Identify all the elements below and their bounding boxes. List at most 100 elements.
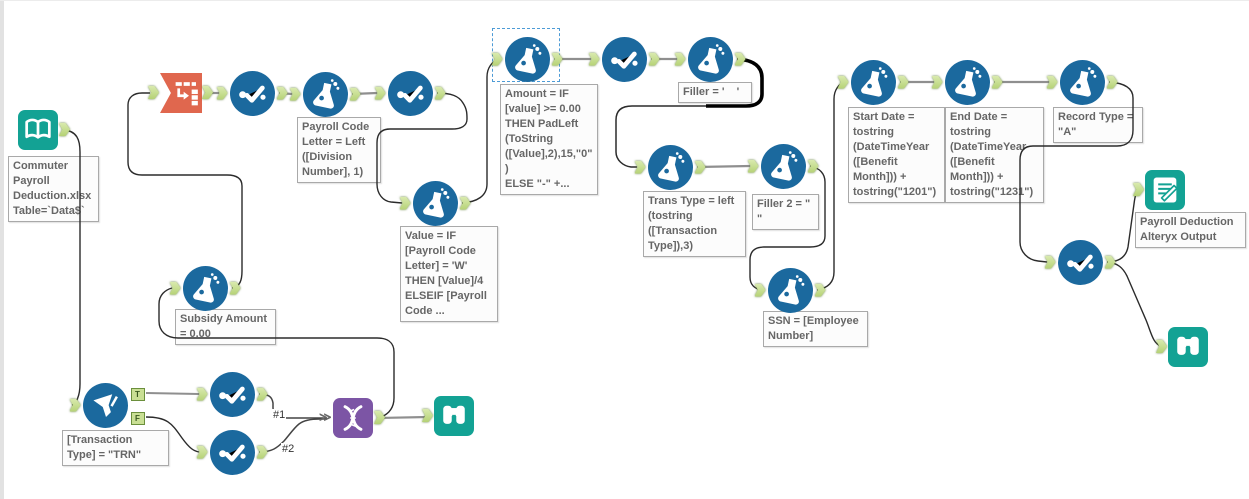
- wire-subsidy-transpose[interactable]: [127, 92, 243, 289]
- annotation-amount[interactable]: Amount = IF [value] >= 0.00 THEN PadLeft…: [500, 84, 598, 195]
- output-anchor[interactable]: [1104, 255, 1116, 269]
- browse-tool-bottom[interactable]: [422, 396, 474, 436]
- output-anchor[interactable]: [814, 283, 826, 297]
- output-anchor[interactable]: [1106, 75, 1118, 89]
- formula-tool-payroll-code[interactable]: [289, 71, 361, 117]
- true-output-anchor[interactable]: T: [130, 387, 145, 401]
- output-anchor[interactable]: [694, 160, 706, 174]
- select-tool-false-branch[interactable]: [196, 429, 268, 475]
- annotation-value[interactable]: Value = IF [Payroll Code Letter] = 'W' T…: [400, 226, 498, 322]
- annotation-filler2[interactable]: Filler 2 = " ": [752, 194, 819, 230]
- wire-union-1[interactable]: [258, 393, 327, 419]
- output-anchor[interactable]: [276, 86, 288, 100]
- output-anchor[interactable]: [807, 159, 819, 173]
- select-tool-1[interactable]: [216, 70, 288, 116]
- wire-filler2-ssn[interactable]: [749, 165, 826, 291]
- formula-tool-end-date[interactable]: [931, 59, 1003, 105]
- annotation-start-date[interactable]: Start Date = tostring (DateTimeYear ([Be…: [848, 107, 945, 203]
- output-anchor[interactable]: [59, 123, 70, 136]
- input-anchor[interactable]: [196, 445, 208, 459]
- annotation-output[interactable]: Payroll Deduction Alteryx Output: [1135, 212, 1246, 248]
- input-anchor[interactable]: [1133, 183, 1144, 196]
- select-tool-3[interactable]: [588, 36, 660, 82]
- wire-false-select[interactable]: [145, 416, 200, 453]
- input-anchor[interactable]: [399, 196, 411, 210]
- wire-recordtype-select4[interactable]: [1019, 81, 1134, 263]
- wire-union-subsidy[interactable]: [158, 287, 395, 419]
- input-anchor[interactable]: [196, 387, 208, 401]
- output-anchor[interactable]: [551, 52, 563, 66]
- input-anchor[interactable]: [1044, 255, 1056, 269]
- wire-transtype-filler2[interactable]: [696, 164, 751, 169]
- output-anchor[interactable]: [349, 87, 361, 101]
- input-anchor[interactable]: [634, 160, 646, 174]
- transpose-tool[interactable]: [148, 73, 213, 113]
- output-anchor[interactable]: [897, 75, 909, 89]
- input-anchor[interactable]: [1156, 340, 1167, 353]
- filter-tool[interactable]: T F: [69, 382, 145, 428]
- input-anchor[interactable]: [747, 159, 759, 173]
- annotation-trans-type[interactable]: Trans Type = left (tostring ([Transactio…: [643, 191, 746, 257]
- input-anchor[interactable]: [491, 52, 503, 66]
- union-tool[interactable]: ≫: [319, 398, 385, 438]
- annotation-filler[interactable]: Filler = ' ': [678, 82, 752, 103]
- formula-tool-record-type[interactable]: [1046, 59, 1118, 105]
- wire-value-amount[interactable]: [461, 59, 500, 204]
- input-anchor[interactable]: [754, 283, 766, 297]
- output-anchor[interactable]: [434, 86, 446, 100]
- annotation-payroll-code[interactable]: Payroll Code Letter = Left ([Division Nu…: [297, 117, 381, 183]
- input-anchor[interactable]: [169, 281, 181, 295]
- formula-tool-value[interactable]: [399, 180, 471, 226]
- formula-tool-filler2[interactable]: [747, 143, 819, 189]
- input-anchor[interactable]: [148, 86, 159, 99]
- wire-select2-value[interactable]: [376, 92, 468, 204]
- formula-tool-start-date[interactable]: [837, 59, 909, 105]
- output-anchor[interactable]: [991, 75, 1003, 89]
- browse-tool-right[interactable]: [1156, 327, 1208, 367]
- input-anchor[interactable]: [216, 86, 228, 100]
- formula-tool-ssn[interactable]: [754, 267, 826, 313]
- wire-filler-transtype[interactable]: [615, 105, 706, 168]
- input-anchor[interactable]: [374, 86, 386, 100]
- false-output-anchor[interactable]: F: [130, 411, 145, 425]
- select-tool-4[interactable]: [1044, 239, 1116, 285]
- wire-ssn-startdate[interactable]: [816, 81, 847, 291]
- formula-tool-subsidy[interactable]: [169, 265, 241, 311]
- input-anchor[interactable]: [422, 409, 433, 422]
- annotation-input[interactable]: Commuter Payroll Deduction.xlsx Table=`D…: [8, 156, 99, 222]
- annotation-subsidy[interactable]: Subsidy Amount = 0.00: [175, 309, 276, 345]
- input-anchor[interactable]: [289, 87, 301, 101]
- formula-tool-trans-type[interactable]: [634, 144, 706, 190]
- wire-true-select[interactable]: [145, 392, 200, 395]
- input-anchor[interactable]: [674, 52, 686, 66]
- select-tool-true-branch[interactable]: [196, 371, 268, 417]
- output-anchor[interactable]: [459, 196, 471, 210]
- input-anchor[interactable]: [837, 75, 849, 89]
- multi-input-anchor[interactable]: ≫: [319, 410, 332, 424]
- annotation-record-type[interactable]: Record Type = "A": [1053, 107, 1143, 143]
- annotation-end-date[interactable]: End Date = tostring (DateTimeYear ([Bene…: [945, 107, 1044, 203]
- formula-tool-amount[interactable]: [491, 36, 563, 82]
- output-data-tool[interactable]: [1133, 170, 1185, 210]
- output-anchor[interactable]: [648, 52, 660, 66]
- annotation-ssn[interactable]: SSN = [Employee Number]: [763, 311, 868, 347]
- input-anchor[interactable]: [1046, 75, 1058, 89]
- output-anchor[interactable]: [256, 445, 268, 459]
- output-anchor[interactable]: [734, 52, 746, 66]
- wire-filler-transtype-thick[interactable]: [706, 57, 764, 108]
- input-anchor[interactable]: [588, 52, 600, 66]
- wire-union-2[interactable]: [258, 418, 327, 453]
- annotation-filter[interactable]: [Transaction Type] = "TRN": [62, 430, 169, 466]
- formula-tool-filler[interactable]: [674, 36, 746, 82]
- wire-select4-browse[interactable]: [1106, 261, 1162, 347]
- output-anchor[interactable]: [229, 281, 241, 295]
- output-anchor[interactable]: [202, 86, 213, 99]
- select-tool-2[interactable]: [374, 70, 446, 116]
- input-anchor[interactable]: [69, 398, 81, 412]
- output-anchor[interactable]: [256, 387, 268, 401]
- output-anchor[interactable]: [374, 411, 385, 424]
- input-anchor[interactable]: [931, 75, 943, 89]
- input-data-tool[interactable]: [18, 110, 70, 150]
- wire-input-filter[interactable]: [63, 129, 81, 406]
